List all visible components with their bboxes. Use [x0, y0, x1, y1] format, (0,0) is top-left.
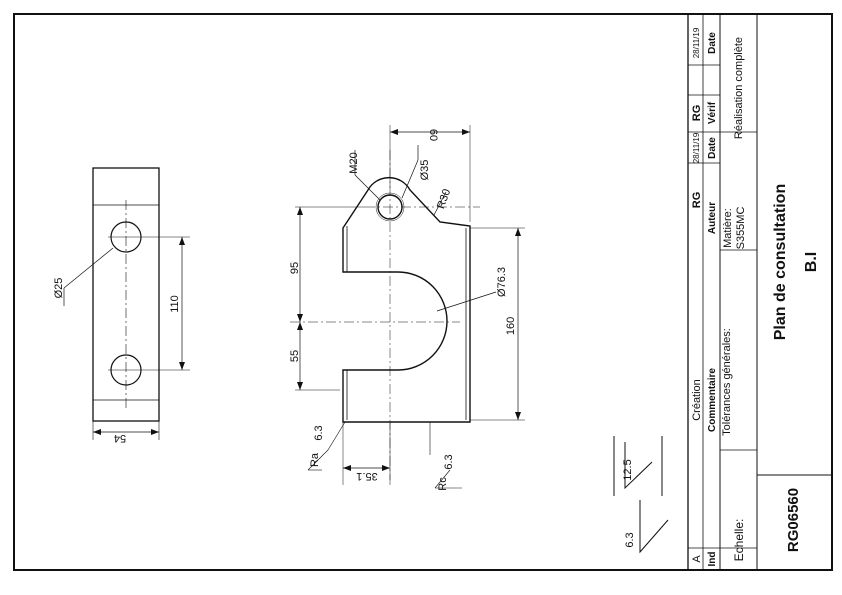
status-text: Réalisation complète — [733, 37, 745, 139]
top-offset-dim: 60 — [427, 129, 439, 141]
part-number: RG06560 — [785, 488, 802, 552]
matiere-label: Matière: — [722, 208, 734, 248]
slot-dia-dim: Ø76.3 — [496, 267, 508, 297]
general-roughness-value: 6.3 — [624, 532, 636, 547]
left-view-outline — [92, 167, 160, 422]
left-width-dim: 54 — [114, 432, 126, 444]
roughness-rc-label: Rc — [437, 477, 449, 491]
roughness-symbols: 6.3 12.5 — [613, 436, 669, 554]
rev-a-date: 28/11/19 — [692, 132, 701, 163]
tolerances-label: Tolérances générales: — [721, 328, 733, 436]
echelle-label: Echelle: — [732, 519, 746, 562]
left-hole-spacing-dim: 110 — [169, 295, 181, 313]
thickness-dim: 35.1 — [356, 470, 377, 482]
roughness-ra-value: 6.3 — [313, 425, 325, 440]
rev-head-verif: Vérif — [707, 101, 718, 124]
document-title: Plan de consultation — [772, 184, 789, 340]
title-block: A Création RG 28/11/19 RG 28/11/19 Ind C… — [687, 14, 832, 570]
left-hole-dia-dim: Ø25 — [53, 278, 65, 299]
sheet-border — [13, 13, 833, 571]
front-view-outline — [342, 176, 471, 423]
rev-head-comment: Commentaire — [707, 368, 718, 432]
hole-dia-dim: Ø35 — [419, 160, 431, 181]
roughness-ra-label: Ra — [309, 452, 321, 467]
rev-head-ind: Ind — [707, 552, 718, 567]
total-height-dim: 160 — [505, 317, 517, 335]
lower-height-dim: 55 — [289, 350, 301, 362]
rev-head-author: Auteur — [707, 202, 718, 234]
rev-a-comment: Création — [691, 379, 703, 421]
matiere-value: S355MC — [735, 207, 747, 250]
rev-a-author: RG — [691, 192, 703, 209]
rev-a-date2: 28/11/19 — [692, 27, 701, 58]
rev-a-ind: A — [691, 555, 703, 563]
document-subtitle: B.I — [803, 252, 820, 272]
thread-dim: M20 — [348, 152, 360, 173]
left-view: 110 Ø25 54 — [53, 167, 190, 444]
upper-height-dim: 95 — [289, 262, 301, 274]
rev-a-verif: RG — [691, 105, 703, 122]
roughness-rc-value: 6.3 — [443, 454, 455, 469]
boxed-roughness-value: 12.5 — [622, 459, 634, 480]
rev-head-date: Date — [707, 137, 718, 159]
front-view: 60 M20 Ø35 R30 95 55 160 Ø76.3 35.1 — [289, 125, 525, 491]
rev-head-date2: Date — [707, 32, 718, 54]
